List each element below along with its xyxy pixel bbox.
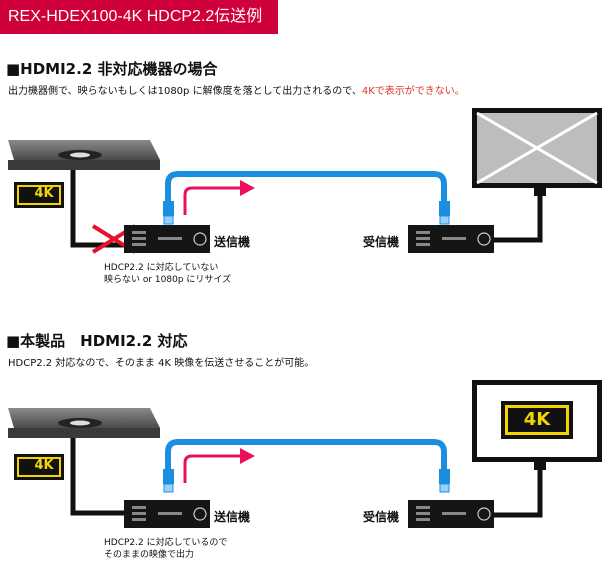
section1-receiver-label: 受信機 xyxy=(363,235,400,249)
tv-4k-display-icon xyxy=(472,380,602,470)
section2-sender-label: 送信機 xyxy=(214,510,251,524)
4k-badge-icon xyxy=(14,182,64,208)
section1-note: HDCP2.2 に対応していない 映らない or 1080p にリサイズ xyxy=(104,263,232,285)
section2-receiver-label: 受信機 xyxy=(363,510,400,524)
section1-heading: ■HDMI2.2 非対応機器の場合 xyxy=(6,60,218,78)
section2-badge-text: 4K xyxy=(34,458,54,473)
sender-lan-connector-icon xyxy=(163,201,174,225)
section2-note: HDCP2.2 に対応しているので そのままの映像で出力 xyxy=(104,538,228,560)
section1-description: 出力機器側で、映らないもしくは1080p に解像度を落として出力されるので、4K… xyxy=(8,86,465,97)
receiver-lan-connector-icon xyxy=(439,201,450,225)
bluray-player-icon xyxy=(8,408,160,438)
4k-badge-icon xyxy=(14,454,64,480)
section2-description: HDCP2.2 対応なので、そのまま 4K 映像を伝送させることが可能。 xyxy=(8,358,315,369)
sender-lan-connector-icon xyxy=(163,469,174,493)
signal-direction-arrow-icon xyxy=(183,448,255,483)
section2-diagram xyxy=(8,380,602,528)
sender-unit-icon xyxy=(124,500,210,528)
receiver-unit-icon xyxy=(408,225,494,253)
bluray-player-icon xyxy=(8,140,160,170)
sender-unit-icon xyxy=(124,225,210,253)
receiver-lan-connector-icon xyxy=(439,469,450,493)
signal-direction-arrow-icon xyxy=(183,180,255,215)
title-banner: REX-HDEX100-4K HDCP2.2伝送例 xyxy=(0,0,278,34)
section1-diagram xyxy=(8,108,602,254)
section2-heading: ■本製品 HDMI2.2 対応 xyxy=(6,332,188,350)
receiver-unit-icon xyxy=(408,500,494,528)
section1-badge-text: 4K xyxy=(34,186,54,201)
section1-sender-label: 送信機 xyxy=(214,235,251,249)
tv-no-signal-icon xyxy=(472,108,602,196)
section1-description-red: 4Kで表示ができない。 xyxy=(361,86,465,97)
section2-tv-badge-text: 4K xyxy=(523,409,551,430)
